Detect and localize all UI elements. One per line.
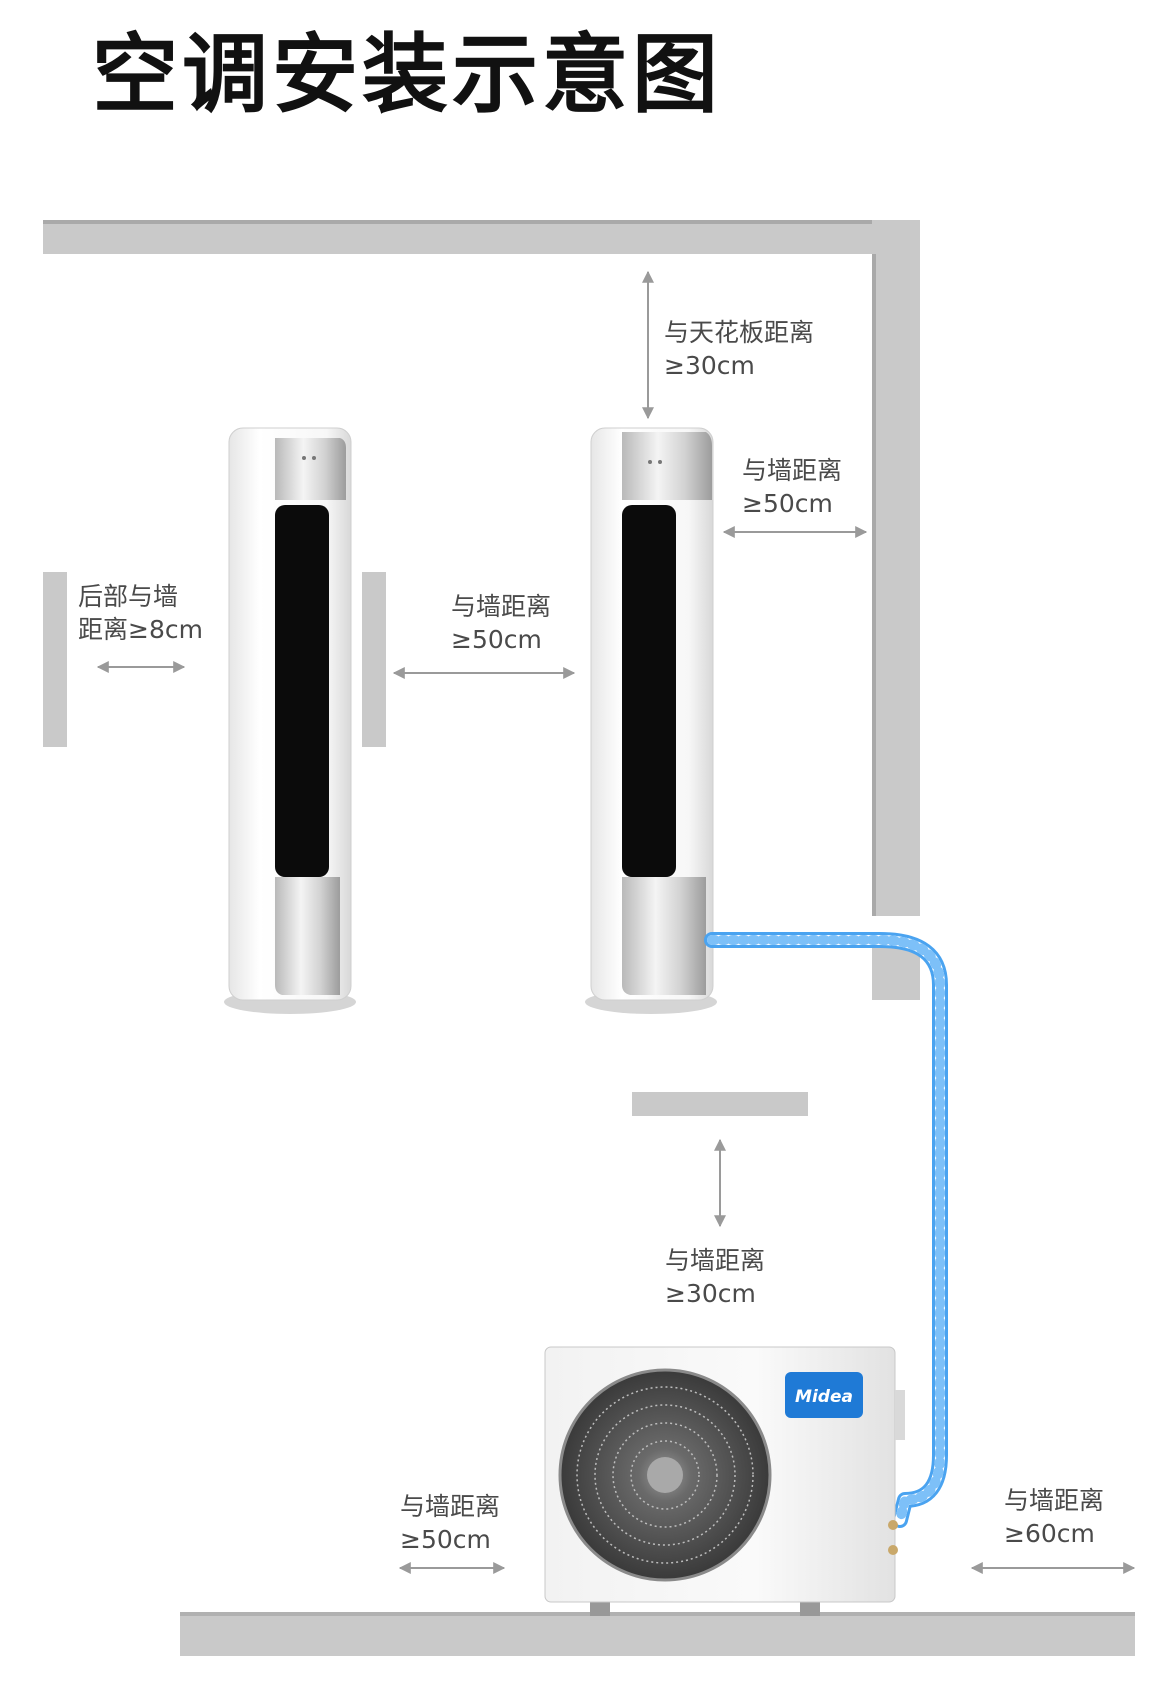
outdoor-right-clearance-label: 与墙距离 ≥60cm bbox=[1004, 1484, 1104, 1550]
outdoor-top-clearance-label: 与墙距离 ≥30cm bbox=[665, 1244, 765, 1310]
rear-clearance-label: 后部与墙 距离≥8cm bbox=[78, 580, 203, 646]
rear-wall-segment bbox=[362, 572, 386, 747]
ceiling-wall bbox=[43, 220, 910, 254]
indoor-unit-right bbox=[585, 428, 717, 1014]
ceiling-clearance-label: 与天花板距离 ≥30cm bbox=[664, 316, 814, 382]
right-wall-clearance-label: 与墙距离 ≥50cm bbox=[742, 454, 842, 520]
indoor-unit-left bbox=[224, 428, 356, 1014]
outdoor-wall-segment bbox=[632, 1092, 808, 1116]
outdoor-left-clearance-label: 与墙距离 ≥50cm bbox=[400, 1490, 500, 1556]
left-wall-segment bbox=[43, 572, 67, 747]
right-wall bbox=[872, 220, 920, 1000]
ground-slab bbox=[180, 1612, 1135, 1656]
between-units-clearance-label: 与墙距离 ≥50cm bbox=[451, 590, 551, 656]
outdoor-unit: Midea bbox=[545, 1347, 905, 1616]
midea-logo: Midea bbox=[795, 1387, 853, 1407]
